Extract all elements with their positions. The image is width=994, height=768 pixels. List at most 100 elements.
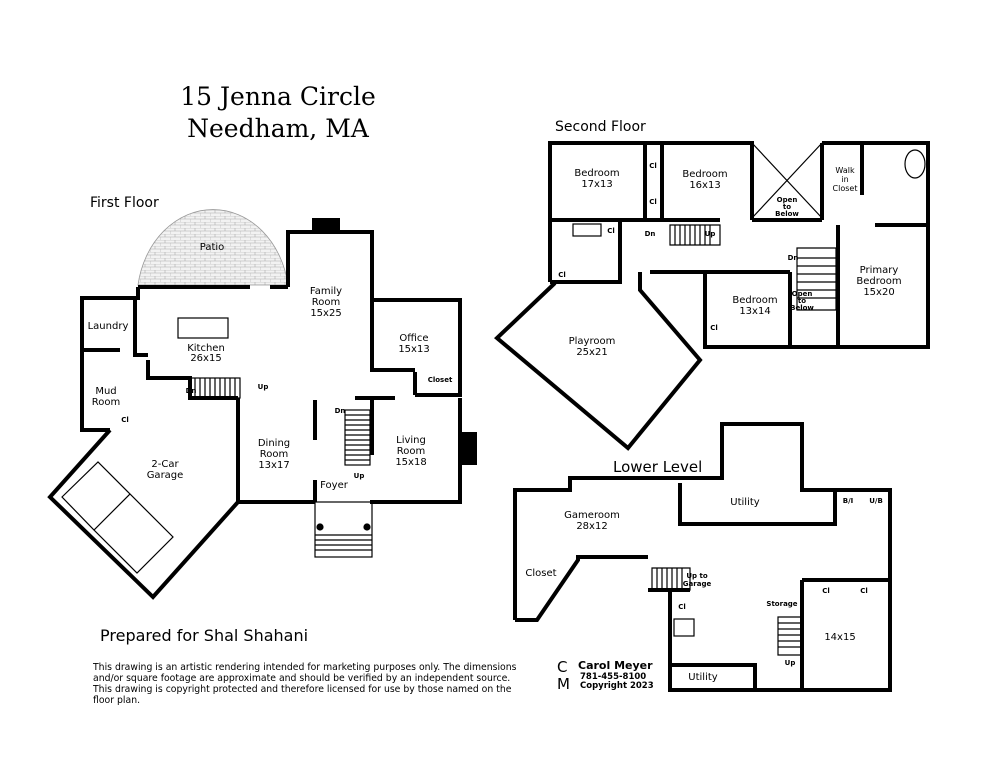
room-label-patio: Patio	[200, 242, 225, 253]
open-to-below-label: Open	[777, 196, 798, 204]
up-to-garage-label: Garage	[683, 580, 712, 588]
room-label-dining-room: Room	[260, 449, 288, 460]
room-label-utility: Utility	[730, 497, 759, 508]
room-size-kitchen: 26x15	[190, 353, 221, 364]
room-label-playroom: Playroom	[569, 336, 616, 347]
room-label-mud-room: Room	[92, 397, 120, 408]
room-size-dining-room: 13x17	[258, 460, 289, 471]
room-label-walk-in-closet: in	[841, 175, 848, 184]
room-label-bedroom: Bedroom	[574, 168, 619, 179]
carol-meyer-logo: C M Carol Meyer 781-455-8100 Copyright 2…	[557, 658, 654, 693]
second-floor-walls	[493, 141, 930, 451]
title-city: Needham, MA	[187, 114, 370, 143]
second-floor-stairs-2	[796, 247, 837, 311]
lower-level-label: Lower Level	[613, 458, 702, 476]
stair-up-label: Up	[785, 659, 796, 667]
room-size-bedroom: 16x13	[689, 180, 720, 191]
room-label-cl: Cl	[121, 416, 129, 424]
room-label-family-room: Family	[310, 286, 342, 297]
room-label-kitchen: Kitchen	[187, 343, 225, 354]
kitchen-stairs	[189, 377, 241, 399]
room-label-family-room: Room	[312, 297, 340, 308]
room-label-closet: Closet	[525, 568, 556, 579]
room-label-office: Office	[399, 333, 428, 344]
open-to-below-x	[751, 142, 823, 219]
room-size-bedroom: 17x13	[581, 179, 612, 190]
lower-level-walls	[513, 422, 892, 692]
stair-dn-label: Dn	[335, 407, 346, 415]
room-size-bedroom: 13x14	[739, 306, 770, 317]
foyer-stairs	[344, 409, 371, 466]
room-label-foyer: Foyer	[320, 480, 349, 491]
room-label-cl: Cl	[860, 587, 868, 595]
room-label-living-room: Living	[396, 435, 426, 446]
open-to-below-label: to	[783, 203, 791, 211]
room-label-cl: Cl	[649, 162, 657, 170]
room-size-primary-bedroom: 15x20	[863, 287, 894, 298]
lower-level-plan: Lower Level Gameroom 28x12 Utility B/I U…	[513, 422, 892, 692]
shower-icon	[673, 618, 695, 637]
room-label-mud-room: Mud	[95, 386, 116, 397]
room-label-ub: U/B	[869, 497, 883, 505]
room-label-primary-bedroom: Bedroom	[856, 276, 901, 287]
room-label-cl: Cl	[678, 603, 686, 611]
open-to-below-label: Open	[792, 290, 813, 298]
room-label-closet: Closet	[428, 376, 453, 384]
room-label-cl: Cl	[649, 198, 657, 206]
stair-up-label: Up	[258, 383, 269, 391]
logo-monogram-m: M	[557, 675, 570, 693]
fireplace-family-room	[312, 218, 340, 232]
second-floor-stairs	[669, 224, 721, 246]
logo-monogram-c: C	[557, 658, 567, 676]
kitchen-island	[177, 317, 229, 339]
front-steps	[314, 501, 373, 558]
open-to-below-label: Below	[775, 210, 799, 218]
room-size-playroom: 25x21	[576, 347, 607, 358]
room-size-living-room: 15x18	[395, 457, 426, 468]
garage-car-bays	[61, 461, 174, 574]
room-label-walk-in-closet: Walk	[835, 166, 855, 175]
room-label-dining-room: Dining	[258, 438, 290, 449]
room-label-cl: Cl	[822, 587, 830, 595]
open-to-below-label: Below	[790, 304, 814, 312]
title-address: 15 Jenna Circle	[180, 82, 376, 111]
second-floor-label: Second Floor	[555, 119, 646, 135]
room-label-storage: Storage	[766, 600, 797, 608]
logo-name: Carol Meyer	[578, 659, 653, 672]
stairs-up-to-garage	[651, 567, 691, 591]
stair-dn-label: Dn	[186, 387, 197, 395]
bathtub-icon	[904, 149, 926, 179]
room-label-cl: Cl	[607, 227, 615, 235]
room-label-garage: Garage	[147, 470, 184, 481]
stair-dn-label: Dn	[788, 254, 799, 262]
disclaimer-line: This drawing is an artistic rendering in…	[92, 662, 517, 673]
room-size-family-room: 15x25	[310, 308, 341, 319]
first-floor-walls	[47, 230, 462, 600]
room-label-cl: Cl	[710, 324, 718, 332]
stair-up-label: Up	[705, 230, 716, 238]
room-label-cl: Cl	[558, 271, 566, 279]
up-to-garage-label: Up to	[686, 572, 707, 580]
room-label-utility: Utility	[688, 672, 717, 683]
prepared-for: Prepared for Shal Shahani	[100, 626, 308, 645]
room-label-bedroom: Bedroom	[732, 295, 777, 306]
bathtub-icon	[572, 223, 602, 237]
stair-dn-label: Dn	[645, 230, 656, 238]
first-floor-plan: First Floor Patio Family Room 15x25 Laun…	[47, 195, 477, 600]
patio	[137, 209, 289, 286]
disclaimer: This drawing is an artistic rendering in…	[92, 662, 517, 706]
lower-level-stairs	[777, 616, 803, 656]
room-label-living-room: Room	[397, 446, 425, 457]
first-floor-label: First Floor	[90, 195, 159, 211]
open-to-below-label: to	[798, 297, 806, 305]
disclaimer-line: This drawing is copyright protected and …	[92, 684, 512, 695]
disclaimer-line: floor plan.	[93, 695, 140, 706]
stair-up-label: Up	[354, 472, 365, 480]
room-size-office: 15x13	[398, 344, 429, 355]
disclaimer-line: and/or square footage are approximate an…	[93, 673, 510, 684]
room-size-gameroom: 28x12	[576, 521, 607, 532]
fireplace-living-room	[462, 432, 477, 465]
room-label-walk-in-closet: Closet	[833, 184, 858, 193]
